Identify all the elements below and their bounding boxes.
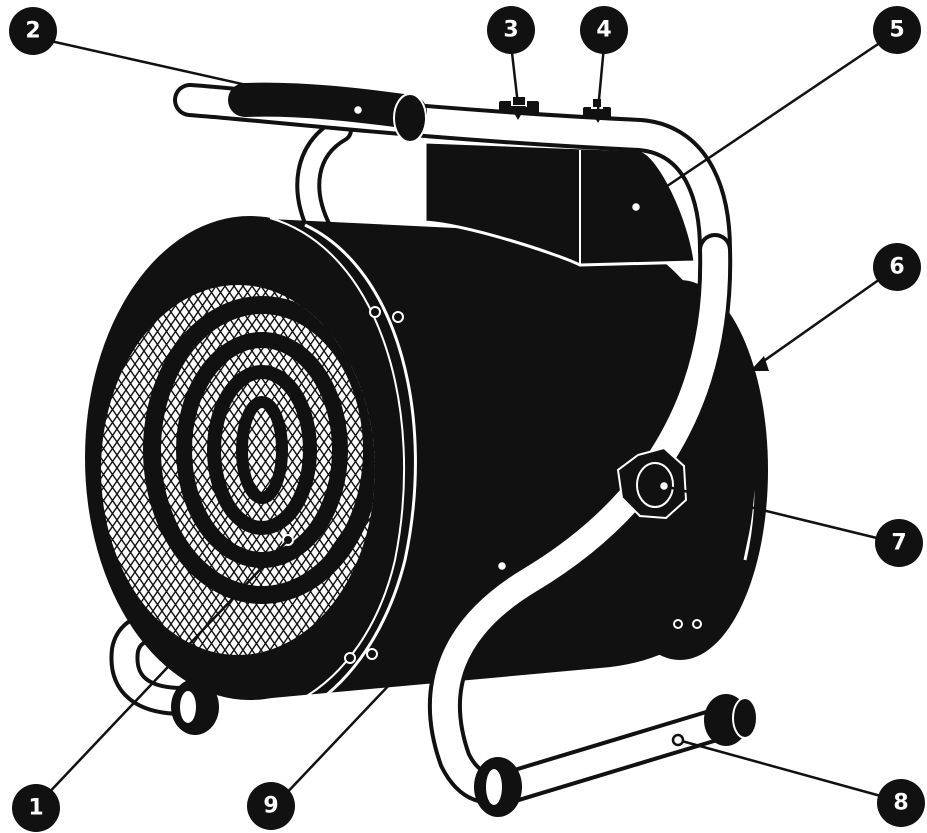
callout-badge-4: 4 <box>580 6 628 54</box>
callout-badge-9: 9 <box>247 782 295 830</box>
left-wheel <box>171 679 219 735</box>
front-grille <box>101 285 375 655</box>
callout-label-5: 5 <box>889 18 904 43</box>
callout-label-4: 4 <box>596 18 611 43</box>
callout-badge-5: 5 <box>873 6 921 54</box>
stand-foot <box>474 694 757 817</box>
callout-badge-8: 8 <box>877 779 925 827</box>
callout-label-3: 3 <box>503 18 518 43</box>
callout-label-2: 2 <box>25 19 40 44</box>
callout-label-8: 8 <box>893 791 908 816</box>
callout-label-1: 1 <box>28 796 43 821</box>
callout-badge-6: 6 <box>873 243 921 291</box>
callout-badge-7: 7 <box>875 519 923 567</box>
callout-badge-2: 2 <box>9 7 57 55</box>
rear-frame-loop <box>308 130 340 230</box>
callout-label-6: 6 <box>889 255 904 280</box>
callout-badge-1: 1 <box>12 784 60 832</box>
callout-badge-3: 3 <box>487 6 535 54</box>
callout-label-9: 9 <box>263 794 278 819</box>
callout-label-7: 7 <box>891 531 906 556</box>
